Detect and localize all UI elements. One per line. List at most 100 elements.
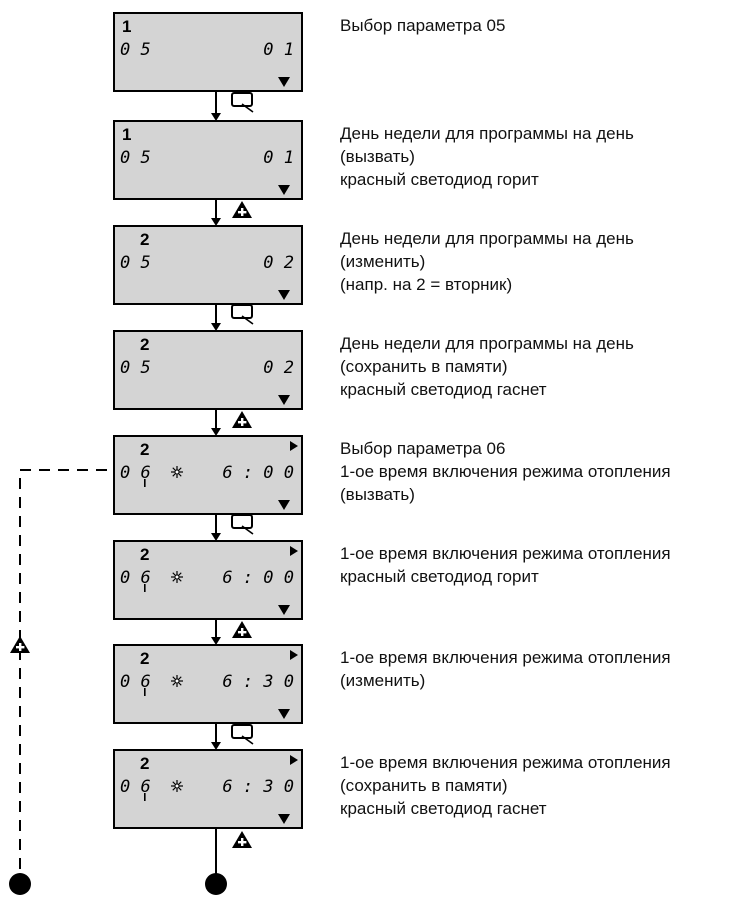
display-program-number: 2 bbox=[140, 649, 149, 668]
step-description: День недели для программы на день (измени… bbox=[340, 227, 634, 296]
display-parameter-number: 0 6 bbox=[120, 463, 151, 483]
description-line: 1-ое время включения режима отопления bbox=[340, 753, 671, 772]
description-line: Выбор параметра 06 bbox=[340, 439, 506, 458]
down-indicator-icon bbox=[278, 500, 290, 510]
display-program-number: 2 bbox=[140, 335, 149, 354]
flow-connector bbox=[211, 91, 254, 121]
display-cursor-mark bbox=[144, 793, 146, 801]
flow-endpoint-dot bbox=[205, 873, 227, 895]
flow-connector bbox=[211, 199, 252, 226]
step-description: Выбор параметра 06 1-ое время включения р… bbox=[340, 437, 671, 506]
down-indicator-icon bbox=[278, 709, 290, 719]
flow-arrowhead bbox=[211, 428, 221, 436]
flow-arrowhead bbox=[211, 533, 221, 541]
display-value: 6 : 3 0 bbox=[222, 672, 294, 692]
down-indicator-icon bbox=[278, 185, 290, 195]
description-line: красный светодиод гаснет bbox=[340, 380, 547, 399]
description-line: (сохранить в памяти) bbox=[340, 357, 508, 376]
right-indicator-icon bbox=[290, 755, 298, 765]
step-description: 1-ое время включения режима отопления (из… bbox=[340, 646, 671, 692]
flow-connector bbox=[211, 619, 252, 645]
step-description: 1-ое время включения режима отопления кра… bbox=[340, 542, 671, 588]
lcd-display: 2 0 6 6 : 0 0 bbox=[113, 435, 303, 515]
ok-button-icon bbox=[231, 304, 254, 325]
display-parameter-number: 0 5 bbox=[120, 40, 151, 60]
lcd-display: 2 0 5 0 2 bbox=[113, 330, 303, 410]
display-cursor-mark bbox=[144, 479, 146, 487]
description-line: (напр. на 2 = вторник) bbox=[340, 275, 513, 294]
display-program-number: 2 bbox=[140, 545, 149, 564]
display-value: 6 : 0 0 bbox=[222, 463, 294, 483]
display-parameter-number: 0 5 bbox=[120, 253, 151, 273]
display-program-number: 2 bbox=[140, 440, 149, 459]
step-description: День недели для программы на день (сохран… bbox=[340, 332, 634, 401]
flow-arrowhead bbox=[211, 742, 221, 750]
flow-connector bbox=[211, 723, 254, 750]
ok-button-icon bbox=[231, 724, 254, 745]
right-indicator-icon bbox=[290, 441, 298, 451]
sun-icon bbox=[171, 571, 183, 583]
display-program-number: 2 bbox=[140, 230, 149, 249]
display-cursor-mark bbox=[144, 584, 146, 592]
flow-arrowhead bbox=[211, 323, 221, 331]
display-value: 0 2 bbox=[263, 358, 294, 378]
flow-connector bbox=[211, 304, 254, 331]
display-value: 6 : 3 0 bbox=[222, 777, 294, 797]
description-line: 1-ое время включения режима отопления bbox=[340, 462, 671, 481]
display-cursor-mark bbox=[144, 688, 146, 696]
lcd-display: 2 0 6 6 : 3 0 bbox=[113, 644, 303, 724]
right-indicator-icon bbox=[290, 546, 298, 556]
down-indicator-icon bbox=[278, 290, 290, 300]
description-line: (изменить) bbox=[340, 671, 426, 690]
display-value: 0 1 bbox=[263, 148, 294, 168]
display-parameter-number: 0 6 bbox=[120, 777, 151, 797]
right-indicator-icon bbox=[290, 650, 298, 660]
description-line: (вызвать) bbox=[340, 485, 415, 504]
plus-button-icon bbox=[232, 621, 252, 638]
description-line: красный светодиод горит bbox=[340, 170, 539, 189]
down-indicator-icon bbox=[278, 605, 290, 615]
plus-button-icon bbox=[232, 201, 252, 218]
display-program-number: 1 bbox=[122, 125, 131, 144]
loop-plus-button-icon bbox=[10, 636, 30, 653]
down-indicator-icon bbox=[278, 814, 290, 824]
display-value: 0 1 bbox=[263, 40, 294, 60]
return-loop bbox=[10, 469, 107, 878]
description-line: красный светодиод гаснет bbox=[340, 799, 547, 818]
lcd-display: 2 0 6 6 : 0 0 bbox=[113, 540, 303, 620]
flow-arrowhead bbox=[211, 113, 221, 121]
display-program-number: 1 bbox=[122, 17, 131, 36]
sun-icon bbox=[171, 675, 183, 687]
description-line: День недели для программы на день bbox=[340, 229, 634, 248]
description-line: (изменить) bbox=[340, 252, 426, 271]
loop-endpoint-dot bbox=[9, 873, 31, 895]
description-line: красный светодиод горит bbox=[340, 567, 539, 586]
down-indicator-icon bbox=[278, 395, 290, 405]
step-description: 1-ое время включения режима отопления (со… bbox=[340, 751, 671, 820]
flow-arrowhead bbox=[211, 218, 221, 226]
description-line: (вызвать) bbox=[340, 147, 415, 166]
display-value: 6 : 0 0 bbox=[222, 568, 294, 588]
ok-button-icon bbox=[231, 514, 254, 535]
display-parameter-number: 0 6 bbox=[120, 568, 151, 588]
display-program-number: 2 bbox=[140, 754, 149, 773]
step-description: День недели для программы на день (вызват… bbox=[340, 122, 634, 191]
display-parameter-number: 0 5 bbox=[120, 358, 151, 378]
ok-button-icon bbox=[231, 92, 254, 113]
down-indicator-icon bbox=[278, 77, 290, 87]
flow-connector bbox=[211, 514, 254, 541]
description-line: (сохранить в памяти) bbox=[340, 776, 508, 795]
description-line: 1-ое время включения режима отопления bbox=[340, 648, 671, 667]
sun-icon bbox=[171, 466, 183, 478]
display-parameter-number: 0 5 bbox=[120, 148, 151, 168]
plus-button-icon bbox=[232, 831, 252, 848]
step-description: Выбор параметра 05 bbox=[340, 14, 505, 37]
description-line: День недели для программы на день bbox=[340, 334, 634, 353]
display-parameter-number: 0 6 bbox=[120, 672, 151, 692]
description-line: День недели для программы на день bbox=[340, 124, 634, 143]
sun-icon bbox=[171, 780, 183, 792]
description-line: 1-ое время включения режима отопления bbox=[340, 544, 671, 563]
